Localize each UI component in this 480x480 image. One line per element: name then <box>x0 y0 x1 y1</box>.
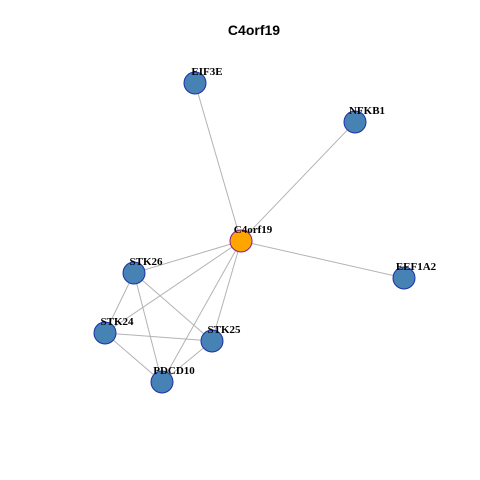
edge-stk24-pdcd10 <box>104 332 163 383</box>
node-stk24[interactable]: STK24 <box>93 316 134 345</box>
edge-c4orf19-eef1a2 <box>240 240 405 279</box>
node-circle[interactable] <box>122 261 146 285</box>
edge-c4orf19-stk26 <box>133 240 242 274</box>
node-stk26[interactable]: STK26 <box>122 256 163 285</box>
diagram-title: C4orf19 <box>228 22 280 38</box>
edge-c4orf19-stk25 <box>211 240 242 342</box>
node-label: C4orf19 <box>234 224 273 236</box>
node-circle[interactable] <box>150 370 174 394</box>
node-label: STK25 <box>207 324 241 336</box>
edge-c4orf19-pdcd10 <box>161 240 242 383</box>
node-circle[interactable] <box>200 329 224 353</box>
edge-stk26-stk25 <box>133 272 213 342</box>
edge-c4orf19-stk24 <box>104 240 242 334</box>
edge-stk26-pdcd10 <box>133 272 163 383</box>
edge-c4orf19-eif3e <box>194 82 242 242</box>
node-label: EIF3E <box>191 66 222 78</box>
node-stk25[interactable]: STK25 <box>200 324 241 353</box>
node-label: PDCD10 <box>153 365 195 377</box>
node-label: STK26 <box>129 256 163 268</box>
edge-stk24-stk25 <box>104 332 213 342</box>
node-circle[interactable] <box>183 71 207 95</box>
node-c4orf19[interactable]: C4orf19 <box>229 224 273 253</box>
node-pdcd10[interactable]: PDCD10 <box>150 365 195 394</box>
node-circle[interactable] <box>229 229 253 253</box>
node-circle[interactable] <box>392 266 416 290</box>
node-eef1a2[interactable]: EEF1A2 <box>392 261 437 290</box>
node-nfkb1[interactable]: NFKB1 <box>343 105 385 134</box>
node-label: NFKB1 <box>349 105 385 117</box>
node-eif3e[interactable]: EIF3E <box>183 66 223 95</box>
node-label: STK24 <box>100 316 134 328</box>
node-label: EEF1A2 <box>396 261 437 273</box>
node-circle[interactable] <box>93 321 117 345</box>
edge-c4orf19-nfkb1 <box>240 121 356 242</box>
node-circle[interactable] <box>343 110 367 134</box>
